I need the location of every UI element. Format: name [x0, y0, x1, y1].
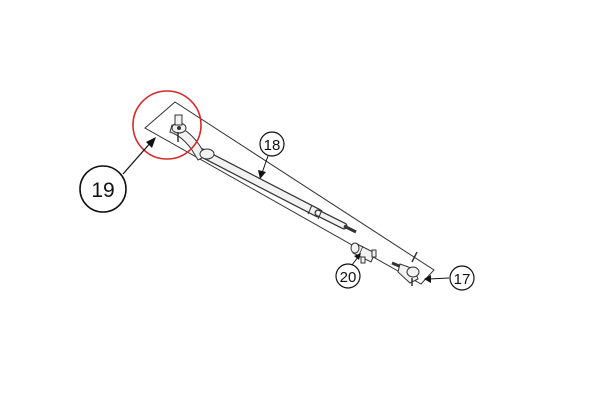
- highlight-circle: [132, 90, 202, 160]
- callout-circle-17: [449, 265, 475, 291]
- tie-rod-tube: [195, 147, 357, 234]
- leader-arrowhead-17: [424, 275, 431, 283]
- callout-label-20: 20: [340, 269, 357, 286]
- leader-line-17: [428, 277, 450, 280]
- inner-tie-rod-end: [169, 114, 215, 161]
- assembly-group-outline: [144, 101, 435, 285]
- callout-label-19: 19: [91, 179, 114, 202]
- callout-circle-18: [259, 131, 285, 157]
- leader-arrowhead-19: [146, 137, 156, 148]
- callout-circle-20: [335, 263, 361, 289]
- adjusting-sleeve: [350, 242, 377, 264]
- callout-circle-19: [79, 165, 127, 213]
- leader-arrowhead-20: [354, 253, 361, 260]
- leader-arrowhead-18: [258, 170, 266, 179]
- callout-label-18: 18: [264, 137, 281, 154]
- callout-label-17: 17: [454, 271, 471, 288]
- leader-line-18: [261, 155, 269, 174]
- leader-line-19: [122, 140, 153, 175]
- outer-tie-rod-end: [391, 251, 420, 286]
